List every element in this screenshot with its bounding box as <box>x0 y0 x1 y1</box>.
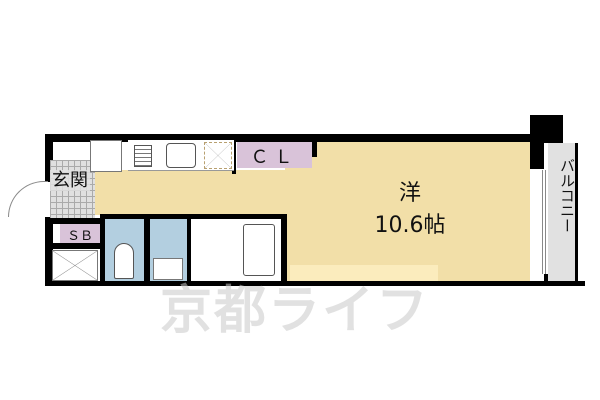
toilet-icon <box>114 243 134 279</box>
washing-machine-space <box>90 140 122 172</box>
storage-space <box>52 250 98 281</box>
wall-sb-top <box>45 218 100 224</box>
wall-left <box>45 134 53 182</box>
bathroom[interactable] <box>191 219 281 281</box>
closet-label: ＣＬ <box>250 147 299 168</box>
wall-bath-right <box>281 214 287 284</box>
western-room-size: 10.6帖 <box>374 213 446 238</box>
entrance-label: 玄関 <box>50 170 90 191</box>
bathtub-icon <box>243 224 275 276</box>
wall-right-lower <box>544 274 550 286</box>
watermark: 京都ライフ <box>160 281 431 341</box>
wall-right-corner <box>530 134 544 169</box>
entrance-door-swing <box>8 181 48 217</box>
washbasin-icon <box>153 258 183 280</box>
window <box>542 170 546 274</box>
western-room <box>285 140 530 282</box>
shoe-box-label: ＳＢ <box>66 229 93 244</box>
shoe-box[interactable] <box>60 224 100 243</box>
western-room-name: 洋 <box>398 181 421 206</box>
corridor <box>92 170 292 215</box>
wall-storage-top <box>45 243 100 249</box>
wall-top <box>45 134 532 142</box>
balcony-label: バルコニー <box>558 158 576 233</box>
closet[interactable] <box>237 142 312 168</box>
wall-bottom <box>45 281 585 286</box>
wall-closet-right <box>312 134 317 157</box>
fridge-space <box>204 142 232 169</box>
wall-kitchen-edge <box>232 134 236 174</box>
wall-toilet-left <box>100 214 105 284</box>
wall-left-lower <box>45 217 53 286</box>
wall-toilet-right <box>144 214 150 284</box>
wall-wet-top <box>100 214 285 219</box>
sink-icon <box>166 143 196 168</box>
wall-wash-right <box>187 214 191 284</box>
stove-icon <box>134 145 152 167</box>
room-window-strip <box>290 265 438 281</box>
balcony[interactable] <box>548 143 578 281</box>
